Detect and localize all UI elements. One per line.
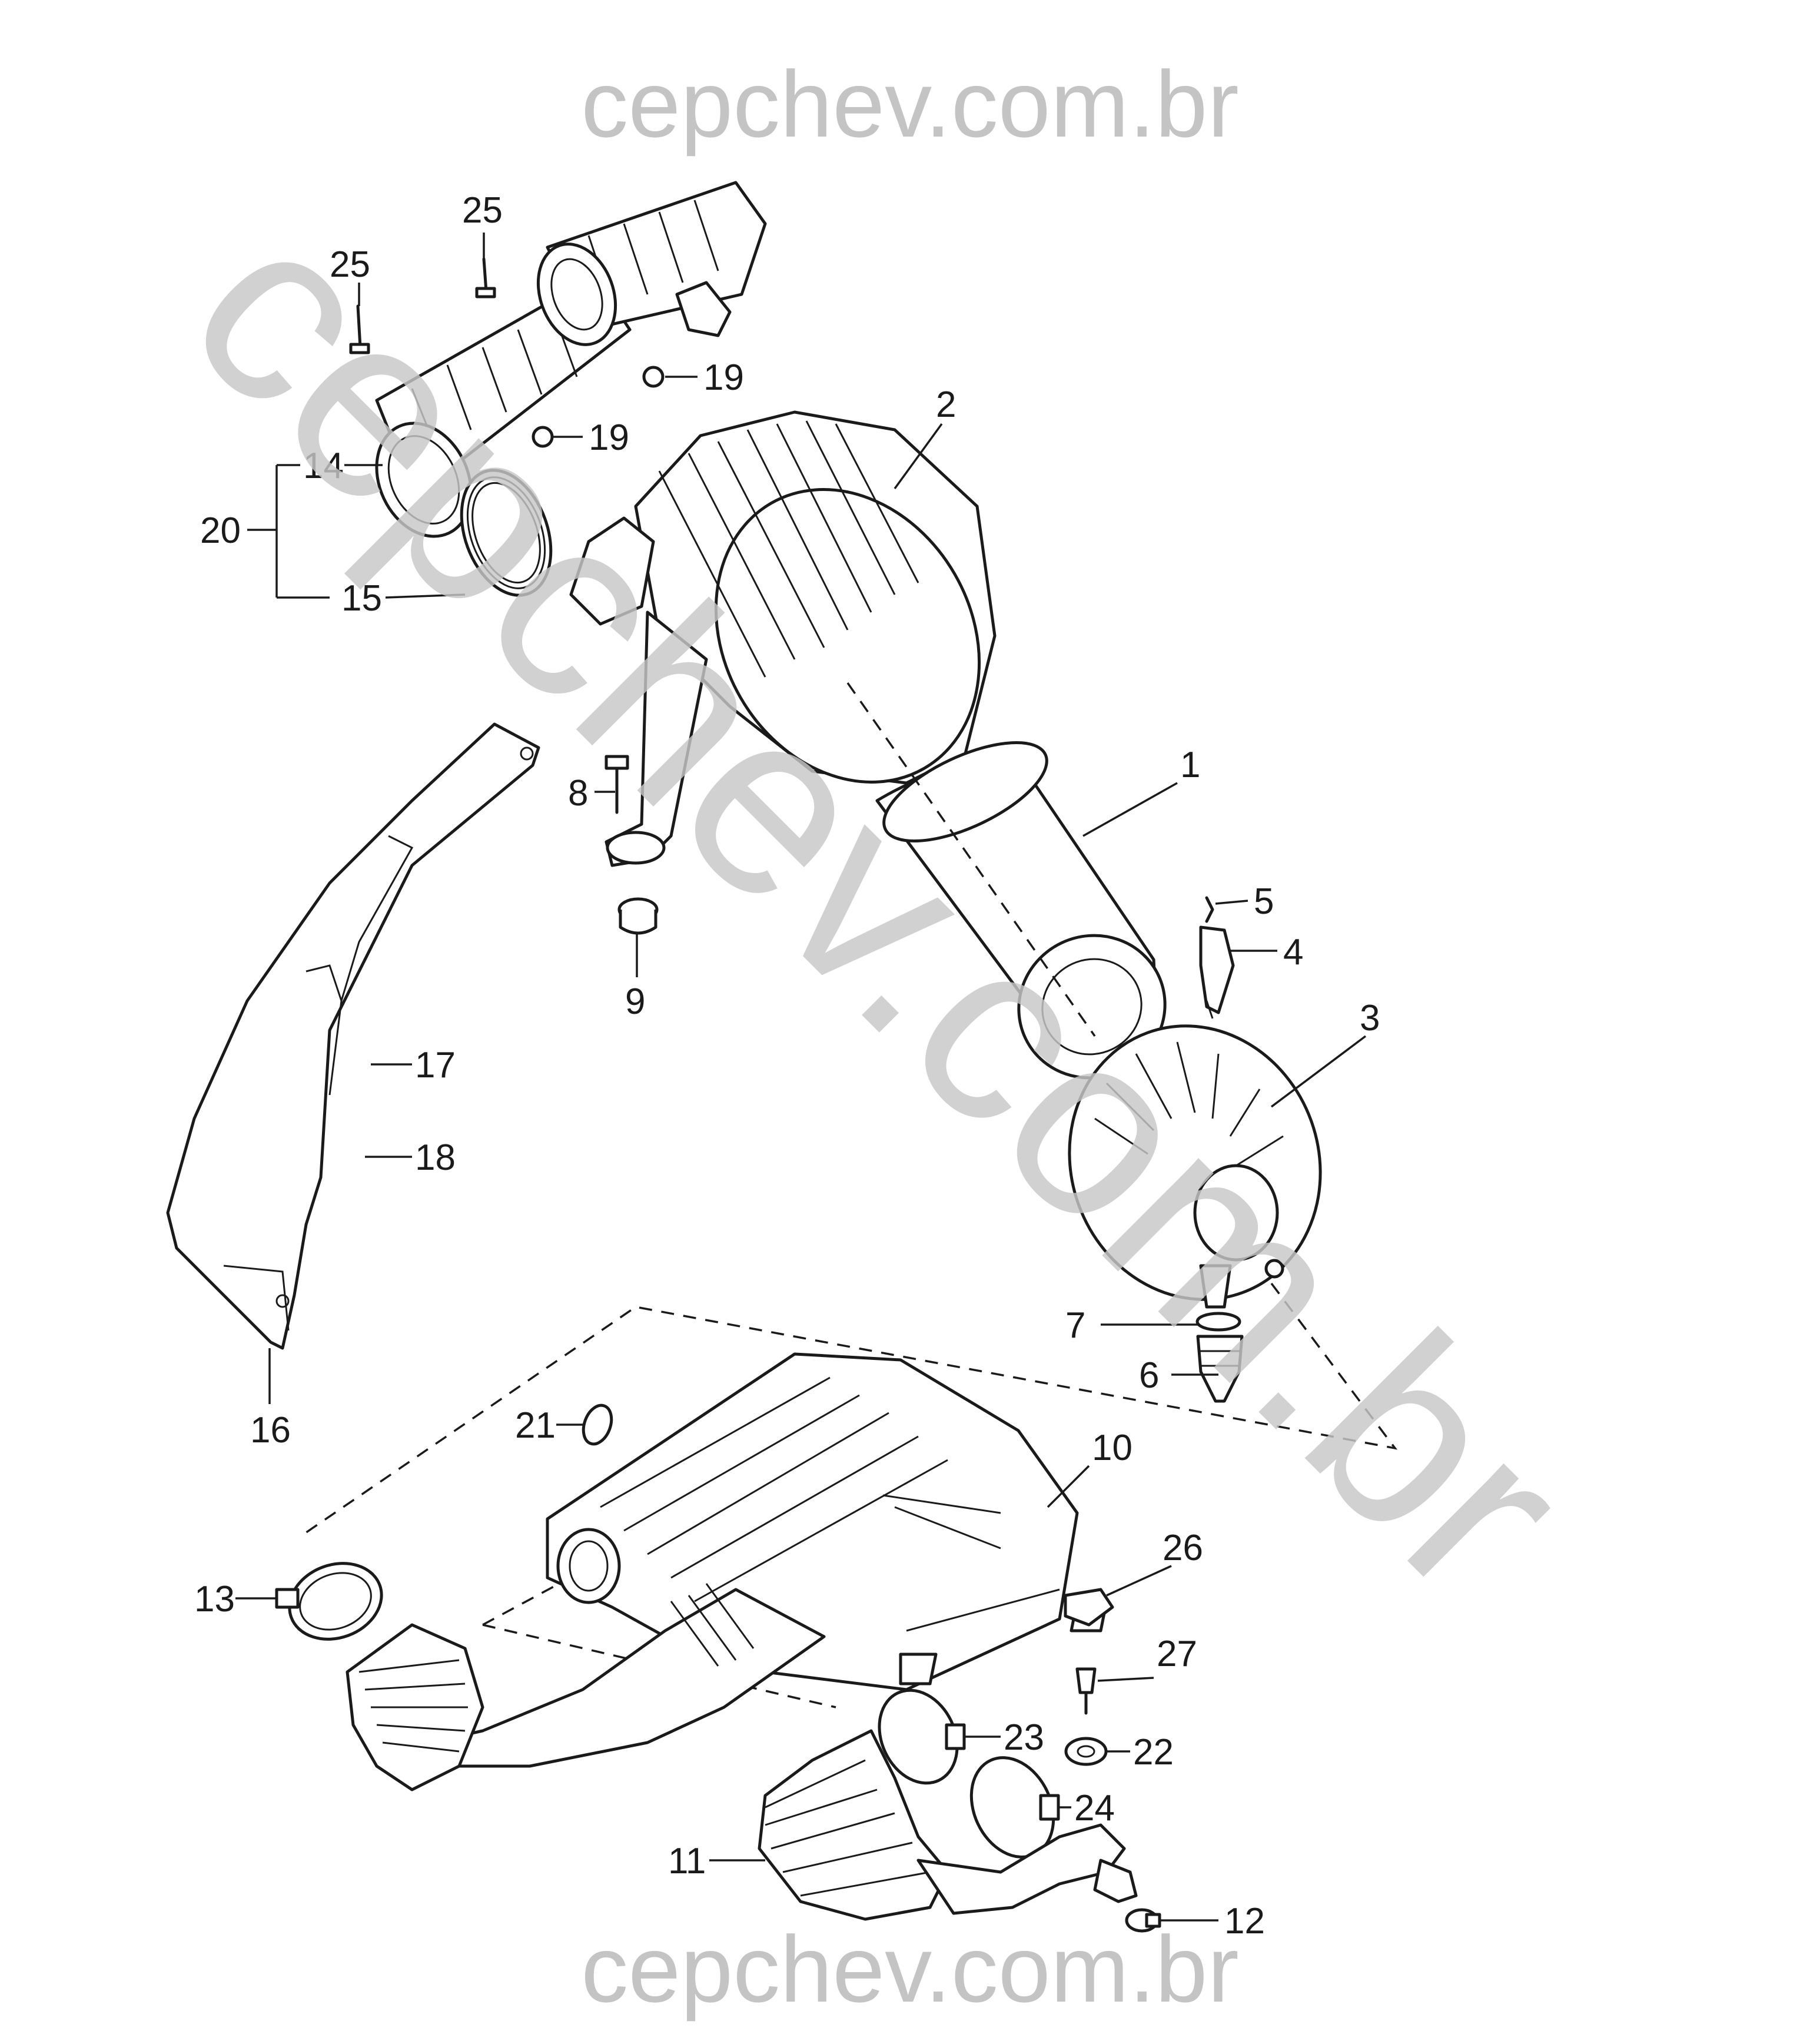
callout-18: 18 [415,1137,456,1178]
part-27-pin [1075,1667,1097,1715]
callout-5: 5 [1254,881,1274,922]
watermark-bottom: cepchev.com.br [581,1916,1239,2022]
part-5-screw [1205,896,1214,923]
callout-6: 6 [1139,1355,1159,1396]
callout-20: 20 [200,510,241,551]
leader-lines [235,233,1367,1922]
part-4-mass-airflow-sensor [1199,925,1235,1019]
part-6-valve [1196,1335,1244,1403]
callout-16: 16 [250,1410,291,1451]
part-22-grommet [1064,1737,1108,1766]
part-23-clamp [878,1688,966,1785]
part-upper-intake-duct [375,181,767,597]
part-16-heat-shield [166,722,540,1350]
callout-27: 27 [1157,1634,1197,1674]
part-21-o-ring [582,1403,613,1446]
callout-3: 3 [1360,998,1380,1038]
callout-23: 23 [1004,1717,1044,1758]
callout-25a: 25 [462,190,503,231]
callout-7: 7 [1065,1305,1085,1346]
part-7-seal [1195,1312,1241,1332]
part-19-nuts [532,366,665,448]
callout-25b: 25 [330,244,370,285]
callout-11: 11 [668,1841,706,1882]
callout-12: 12 [1224,1901,1265,1942]
part-24-clamp [969,1756,1060,1859]
callout-19a: 19 [703,357,744,398]
part-2-air-cleaner-housing-upper [569,410,997,867]
part-25-bolts [349,257,496,354]
callout-21: 21 [515,1405,556,1446]
part-10-air-box [428,1352,1108,1768]
callout-labels: 1 2 3 4 5 6 7 8 9 10 11 12 13 14 15 16 1… [194,190,1380,1942]
watermark-top: cepchev.com.br [581,51,1239,157]
callout-19b: 19 [589,417,629,458]
part-13-hose-clamp [275,1562,383,1641]
callout-9: 9 [625,981,645,1022]
callout-1: 1 [1180,745,1200,785]
callout-22: 22 [1133,1732,1174,1773]
callout-14: 14 [303,446,344,486]
part-8-bolt [605,755,629,814]
part-11-lower-intake-hose [758,1729,1138,1921]
part-9-grommet [617,897,659,935]
callout-4: 4 [1283,932,1303,973]
part-3-air-cleaner-cover [1068,1024,1322,1309]
callout-26: 26 [1163,1528,1203,1568]
part-26-bracket [1064,1588,1114,1627]
part-12-small-clamp [1125,1908,1161,1933]
callout-15: 15 [341,578,382,619]
callout-10: 10 [1092,1428,1132,1468]
callout-2: 2 [936,384,956,425]
callout-17: 17 [415,1045,456,1086]
callout-24: 24 [1074,1788,1115,1829]
part-front-hose [346,1623,484,1791]
callout-8: 8 [568,773,588,814]
callout-13: 13 [194,1579,235,1620]
